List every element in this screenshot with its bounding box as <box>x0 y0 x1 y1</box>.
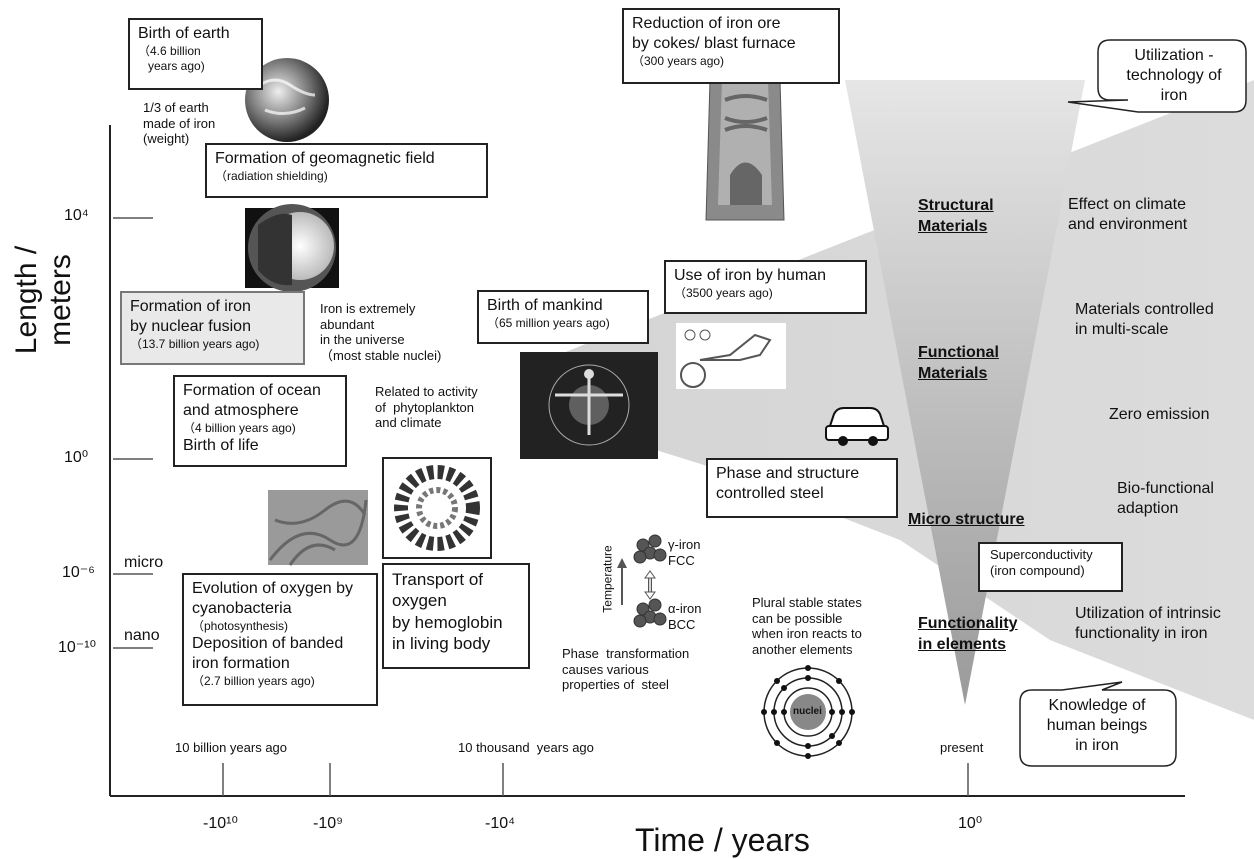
x-tick-label-1e4: -10⁴ <box>485 815 515 832</box>
iron-abundant-note: Iron is extremely abundant in the univer… <box>320 301 442 363</box>
y-tick-label-1e0: 10⁰ <box>64 449 89 466</box>
x-axis-label: Time / years <box>635 822 810 858</box>
category-elements: Functionality in elements <box>918 615 1018 653</box>
x-tick-label-1e9: -10⁹ <box>313 815 343 832</box>
y-tick-label-1e-6: 10⁻⁶ <box>62 564 95 581</box>
bubble-bottom-text: Knowledge of human beings in iron <box>1046 697 1148 754</box>
hemoglobin-box: Transport of oxygen by hemoglobin in liv… <box>382 563 530 669</box>
cyanobacteria-image <box>268 490 368 566</box>
category-structural: Structural Materials <box>918 197 994 235</box>
phase-transform-diagram <box>617 534 667 628</box>
nuclei-label: nuclei <box>793 706 822 717</box>
y-tick-label-1e-10: 10⁻¹⁰ <box>58 639 96 656</box>
use-of-iron-box: Use of iron by human （3500 years ago) <box>664 260 867 314</box>
x-note-10-billion: 10 billion years ago <box>175 740 288 755</box>
ocean-atmosphere-box: Formation of ocean and atmosphere （4 bil… <box>173 375 347 467</box>
mankind-image <box>520 352 658 459</box>
x-tick-label-1e0: 10⁰ <box>958 815 983 832</box>
x-note-present: present <box>940 740 984 755</box>
earth-iron-note: 1/3 of earth made of iron (weight) <box>143 100 216 147</box>
effect-multiscale: Materials controlled in multi-scale <box>1075 301 1214 338</box>
phytoplankton-note: Related to activity of phytoplankton and… <box>375 384 478 431</box>
car-icon <box>825 407 889 446</box>
phase-transformation-note: Phase transformation causes various prop… <box>562 646 690 693</box>
birth-of-mankind-box: Birth of mankind （65 million years ago) <box>477 290 649 344</box>
y-axis-label: Length / meters <box>10 245 77 355</box>
category-functional: Functional Materials <box>918 344 999 382</box>
x-note-10-thousand: 10 thousand years ago <box>458 740 594 755</box>
temperature-label: Temperature <box>600 545 615 613</box>
blast-furnace-box: Reduction of iron ore by cokes/ blast fu… <box>622 8 840 84</box>
plural-states-note: Plural stable states can be possible whe… <box>752 595 862 657</box>
steel-box: Phase and structure controlled steel <box>706 458 898 518</box>
bubble-bottom-shape <box>1019 681 1177 767</box>
alpha-iron-label: α-iron BCC <box>668 601 702 632</box>
atom-diagram <box>761 665 855 759</box>
bubble-top-shape <box>1067 39 1247 113</box>
iron-fusion-box: Formation of iron by nuclear fusion （13.… <box>120 291 305 365</box>
effect-climate: Effect on climate and environment <box>1068 196 1188 233</box>
hemoglobin-image <box>382 457 492 559</box>
blast-furnace-image <box>705 69 785 221</box>
y-scale-micro: micro <box>124 554 164 571</box>
earth-globe-image <box>245 58 329 142</box>
bubble-top-text: Utilization - technology of iron <box>1126 47 1222 104</box>
y-tick-label-1e4: 10⁴ <box>64 207 89 224</box>
technology-cone <box>845 80 1085 705</box>
superconductivity-box: Superconductivity (iron compound) <box>978 542 1123 592</box>
gamma-iron-label: γ-iron FCC <box>668 537 701 568</box>
birth-of-earth-box: Birth of earth （4.6 billion years ago) <box>128 18 263 90</box>
y-scale-nano: nano <box>124 627 160 644</box>
effect-bio: Bio-functional adaption <box>1117 480 1214 517</box>
x-tick-label-1e10: -10¹⁰ <box>203 815 238 832</box>
category-micro: Micro structure <box>908 511 1025 528</box>
cyanobacteria-box: Evolution of oxygen by cyanobacteria （ph… <box>182 573 378 706</box>
effect-intrinsic: Utilization of intrinsic functionality i… <box>1075 605 1221 642</box>
earth-core-image <box>245 204 339 292</box>
geomagnetic-field-box: Formation of geomagnetic field （radiatio… <box>205 143 488 198</box>
effect-zero-emission: Zero emission <box>1109 406 1210 423</box>
chariot-image <box>676 323 786 389</box>
